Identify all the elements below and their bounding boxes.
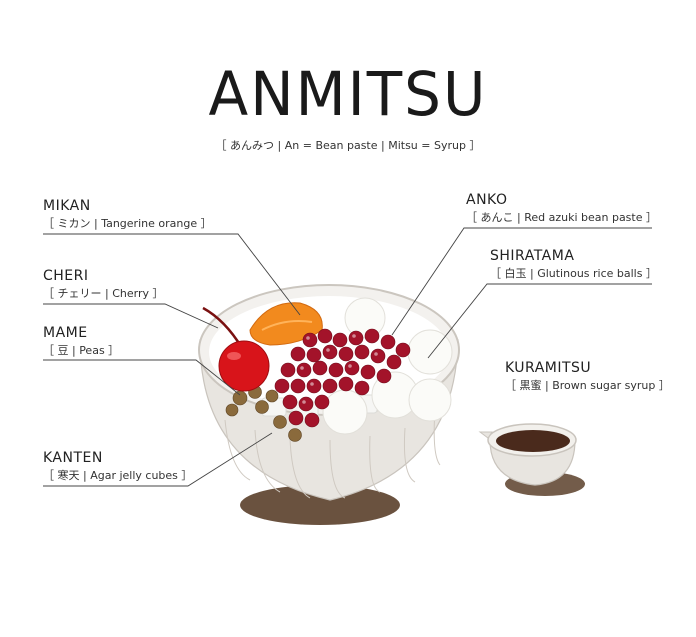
- label-mame-desc: ［ 豆 | Peas ］: [43, 344, 120, 357]
- label-mame: MAME ［ 豆 | Peas ］: [43, 325, 119, 358]
- label-cheri-name: CHERI: [43, 268, 89, 284]
- label-kuramitsu: KURAMITSU ［ 黒蜜 | Brown sugar syrup ］: [505, 360, 670, 393]
- label-mikan-desc: ［ ミカン | Tangerine orange ］: [43, 217, 212, 230]
- label-shiratama-name: SHIRATAMA: [490, 248, 575, 264]
- label-anko-name: ANKO: [466, 192, 508, 208]
- label-kanten-desc: ［ 寒天 | Agar jelly cubes ］: [43, 469, 193, 482]
- mame-peas: [225, 385, 302, 442]
- label-anko-desc: ［ あんこ | Red azuki bean paste ］: [466, 211, 657, 224]
- label-mikan-name: MIKAN: [43, 198, 91, 214]
- cherry: [218, 340, 270, 392]
- bowl-pattern: [224, 409, 441, 499]
- label-kuramitsu-desc: ［ 黒蜜 | Brown sugar syrup ］: [505, 379, 670, 392]
- kuramitsu-syrup: [496, 430, 570, 452]
- bowl-shadow: [240, 485, 400, 525]
- label-kuramitsu-name: KURAMITSU: [505, 360, 592, 376]
- label-cheri-desc: ［ チェリー | Cherry ］: [43, 287, 164, 300]
- label-anko: ANKO ［ あんこ | Red azuki bean paste ］: [466, 192, 657, 225]
- label-shiratama: SHIRATAMA ［ 白玉 | Glutinous rice balls ］: [490, 248, 657, 281]
- label-kanten-name: KANTEN: [43, 450, 103, 466]
- page-title: ANMITSU: [208, 58, 488, 130]
- label-mame-name: MAME: [43, 325, 88, 341]
- label-kanten: KANTEN ［ 寒天 | Agar jelly cubes ］: [43, 450, 192, 483]
- anko-beans: [274, 328, 411, 428]
- leader-lines: [43, 227, 652, 487]
- label-shiratama-desc: ［ 白玉 | Glutinous rice balls ］: [490, 267, 657, 280]
- label-mikan: MIKAN ［ ミカン | Tangerine orange ］: [43, 198, 212, 231]
- label-cheri: CHERI ［ チェリー | Cherry ］: [43, 268, 163, 301]
- page-subtitle: ［ あんみつ | An = Bean paste | Mitsu = Syrup…: [215, 139, 481, 152]
